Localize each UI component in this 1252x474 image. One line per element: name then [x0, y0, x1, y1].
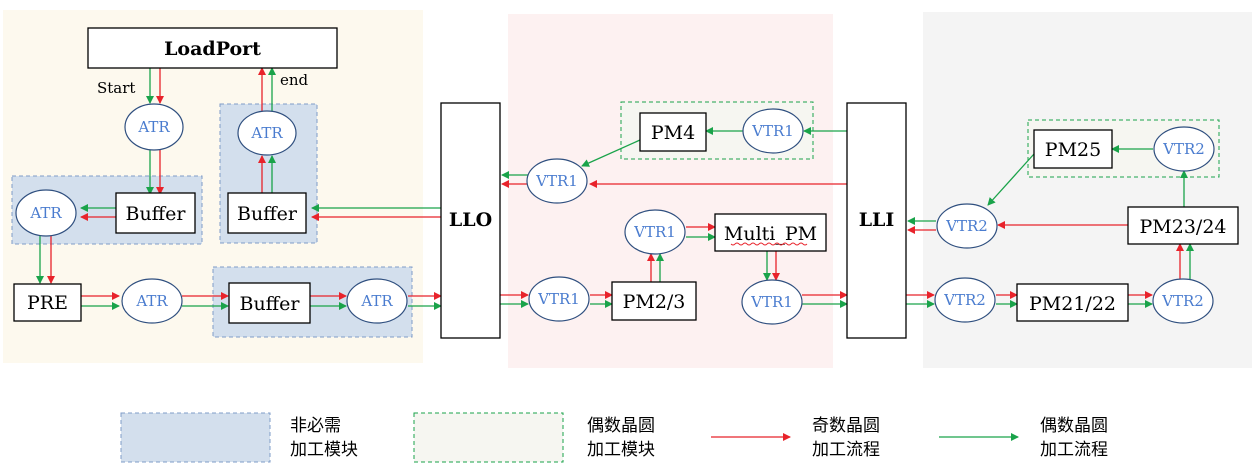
pm2324-box: [1127, 206, 1239, 245]
pm4-box-label: PM4: [651, 122, 695, 144]
legend-even-module-swatch: [413, 412, 564, 463]
atr-node-bottom-right-label: ATR: [360, 292, 393, 310]
llo-box-label: LLO: [449, 209, 492, 231]
legend-optional-swatch: [120, 412, 271, 463]
legend-even-module-text-1: 偶数晶圆: [587, 416, 655, 436]
buffer-box-1-label: Buffer: [125, 203, 186, 225]
legend-odd-flow-text-2: 加工流程: [812, 440, 880, 460]
vtr1-node-bottom-label: VTR1: [537, 290, 580, 308]
atr-node-top: [124, 103, 184, 151]
start-label: Start: [97, 79, 135, 97]
end-label: end: [280, 71, 309, 89]
vtr1-node-bottom-right: [741, 279, 803, 325]
multi-pm-box-label: Multi_PM: [724, 223, 817, 245]
buffer-box-2: [227, 192, 307, 234]
vtr2-node-left-label: VTR2: [945, 217, 988, 235]
vtr2-node-bottom-right-label: VTR2: [1161, 292, 1204, 310]
pm25-box: [1033, 129, 1113, 169]
atr-node-left-label: ATR: [29, 204, 62, 222]
pm25-box-label: PM25: [1045, 139, 1101, 161]
lli-box-label: LLI: [859, 209, 895, 231]
vtr2-node-top-right: [1153, 126, 1215, 172]
pm23-box: [611, 281, 697, 321]
vtr2-node-bottom: [934, 277, 996, 323]
vtr1-node-pm4: [742, 108, 804, 154]
atr-node-end: [237, 110, 297, 156]
vtr1-node-left: [526, 158, 588, 204]
atr-node-top-label: ATR: [137, 118, 170, 136]
llo-box: [440, 102, 501, 339]
vtr1-node-top: [624, 209, 686, 255]
pm2122-box: [1016, 283, 1129, 322]
legend-even-flow-text-2: 加工流程: [1040, 440, 1108, 460]
pm23-box-label: PM2/3: [623, 291, 686, 313]
vtr2-node-top-right-label: VTR2: [1162, 140, 1205, 158]
atr-node-end-label: ATR: [250, 124, 283, 142]
lli-box: [846, 102, 907, 339]
pre-box: [13, 283, 82, 322]
vtr1-node-top-label: VTR1: [633, 223, 676, 241]
buffer-box-3: [228, 282, 311, 324]
atr-node-bottom: [121, 278, 183, 324]
atr-node-left: [15, 189, 77, 237]
pm2122-box-label: PM21/22: [1029, 293, 1116, 315]
vtr1-node-left-label: VTR1: [535, 172, 578, 190]
legend: 非必需 加工模块 偶数晶圆 加工模块 奇数晶圆 加工流程 偶数晶圆 加工流程: [120, 412, 1108, 463]
multi-pm-spellcheck-underline: [730, 242, 808, 246]
legend-optional-text-2: 加工模块: [290, 440, 358, 460]
flow-arrows: [36, 67, 1194, 310]
legend-even-flow-text-1: 偶数晶圆: [1040, 416, 1108, 436]
vtr1-node-pm4-label: VTR1: [751, 122, 794, 140]
buffer-box-1: [115, 192, 196, 234]
loadport-box: [87, 27, 338, 69]
legend-optional-text-1: 非必需: [290, 416, 341, 436]
legend-odd-flow-text-1: 奇数晶圆: [812, 416, 880, 436]
pm2324-box-label: PM23/24: [1140, 216, 1227, 238]
atr-node-bottom-label: ATR: [135, 292, 168, 310]
vtr2-node-bottom-right: [1152, 278, 1214, 324]
buffer-box-2-label: Buffer: [237, 203, 298, 225]
pre-box-label: PRE: [27, 292, 68, 314]
vtr2-node-bottom-label: VTR2: [943, 291, 986, 309]
pm4-box: [639, 112, 707, 152]
loadport-label: LoadPort: [164, 38, 261, 60]
atr-node-bottom-right: [346, 278, 408, 324]
buffer-box-3-label: Buffer: [239, 293, 300, 315]
legend-even-module-text-2: 加工模块: [587, 440, 655, 460]
vtr2-node-left: [936, 203, 998, 249]
vtr1-node-bottom: [528, 276, 590, 322]
vtr1-node-bottom-right-label: VTR1: [750, 293, 793, 311]
